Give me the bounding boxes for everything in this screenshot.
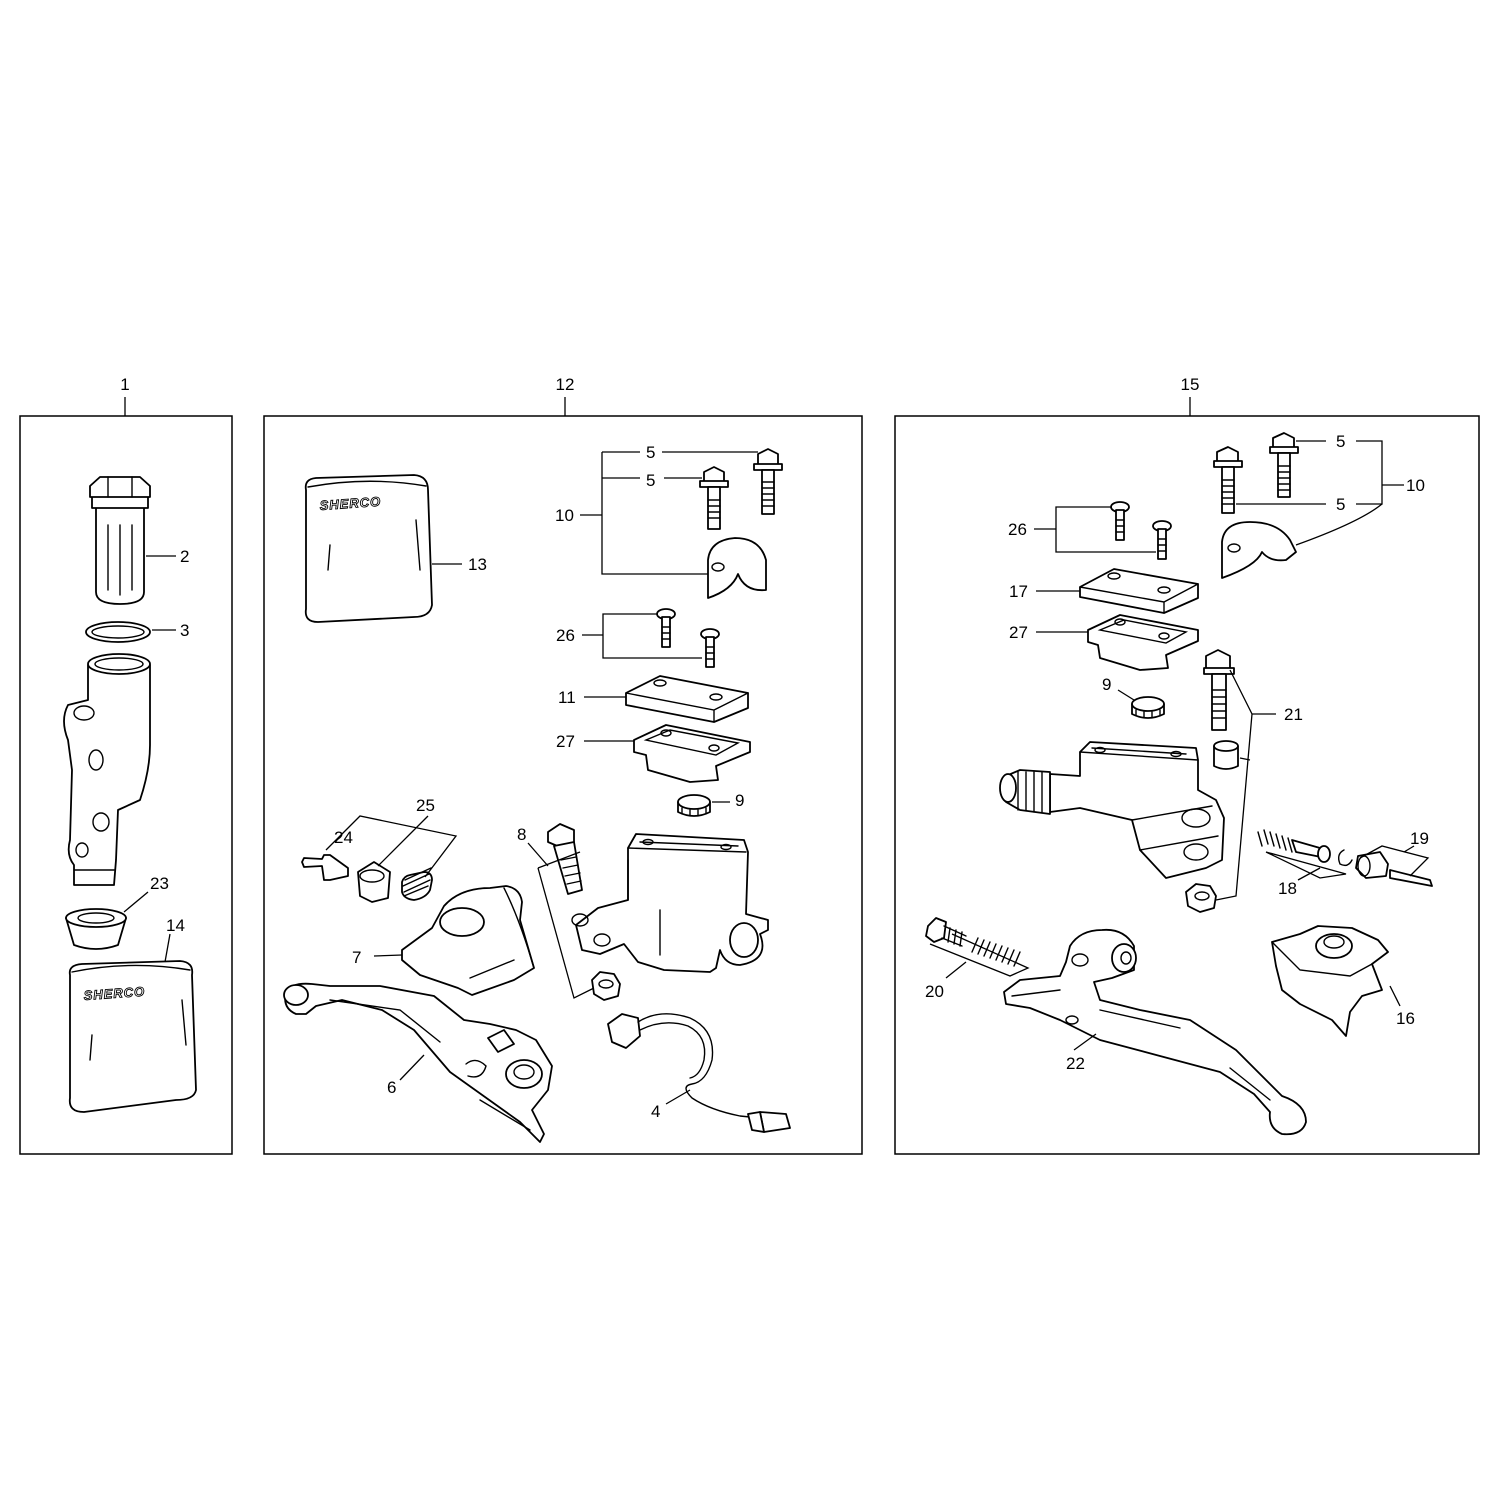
callout-8: 8: [517, 825, 526, 844]
clamp-bolt-part: [1213, 446, 1243, 514]
brand-label: SHERCO: [83, 984, 146, 1003]
pivot-bolt-part: [1203, 649, 1235, 731]
callout-23: 23: [150, 874, 169, 893]
callout-14: 14: [166, 916, 185, 935]
callout-5: 5: [646, 443, 655, 462]
handlebar-clamp-part: [707, 537, 767, 599]
callout-20: 20: [925, 982, 944, 1001]
nut-part: [1185, 883, 1217, 913]
callout-16: 16: [1396, 1009, 1415, 1028]
callout-5: 5: [646, 471, 655, 490]
callout-24: 24: [334, 828, 353, 847]
callout-27: 27: [556, 732, 575, 751]
callout-26: 26: [1008, 520, 1027, 539]
brand-label: SHERCO: [319, 494, 382, 513]
lever-guard-part: [1271, 925, 1389, 1037]
callout-5: 5: [1336, 432, 1345, 451]
callout-10: 10: [555, 506, 574, 525]
plug-part: [677, 794, 711, 817]
nut-part: [591, 971, 621, 1001]
piston-cup-part: [357, 861, 391, 903]
lever-bolt-part: [925, 917, 967, 947]
callout-11: 11: [558, 688, 576, 707]
callout-7: 7: [352, 948, 361, 967]
o-ring-part: [85, 621, 151, 643]
clamp-bolt-part: [1269, 432, 1299, 498]
callout-12: 12: [556, 375, 575, 394]
plug-part: [1131, 696, 1165, 719]
fluid-sachet-part: SHERCO: [304, 474, 433, 623]
callout-9: 9: [735, 791, 744, 810]
clamp-bolt-part: [699, 466, 729, 530]
callout-22: 22: [1066, 1054, 1085, 1073]
callout-5: 5: [1336, 495, 1345, 514]
callout-21: 21: [1284, 705, 1303, 724]
callout-9: 9: [1102, 675, 1111, 694]
brake-lever-part: [283, 982, 553, 1143]
handlebar-clamp-part: [1221, 521, 1297, 579]
clamp-bolt-part: [753, 448, 783, 515]
callout-2: 2: [180, 547, 189, 566]
callout-17: 17: [1009, 582, 1028, 601]
master-cylinder-part: [571, 833, 769, 973]
callout-27: 27: [1009, 623, 1028, 642]
clutch-master-cylinder-part: [999, 741, 1225, 879]
pivot-sleeve-part: [1213, 740, 1239, 770]
rubber-boot-part: [65, 908, 127, 950]
clutch-lever-part: [1003, 928, 1307, 1136]
diaphragm-part: [633, 724, 751, 783]
brake-switch-part: [607, 1013, 791, 1133]
adjuster-spring-part: [1257, 829, 1353, 867]
piston-pin-part: [301, 854, 349, 881]
fluid-sachet-part: SHERCO: [68, 960, 197, 1113]
lever-guard-part: [401, 885, 535, 996]
callout-18: 18: [1278, 879, 1297, 898]
callout-26: 26: [556, 626, 575, 645]
callout-15: 15: [1181, 375, 1200, 394]
reservoir-part: [89, 476, 151, 605]
adjuster-part: [1355, 851, 1433, 887]
cover-screw-part: [700, 628, 720, 668]
piston-spring-part: [401, 867, 433, 901]
callout-3: 3: [180, 621, 189, 640]
diaphragm-part: [1087, 614, 1199, 671]
callout-1: 1: [120, 375, 129, 394]
callout-6: 6: [387, 1078, 396, 1097]
callout-13: 13: [468, 555, 487, 574]
master-cylinder-body-part: [63, 653, 151, 886]
callout-4: 4: [651, 1102, 660, 1121]
callout-25: 25: [416, 796, 435, 815]
reservoir-cover-part: [1079, 568, 1199, 614]
cover-screw-part: [1152, 520, 1172, 560]
pivot-bolt-part: [547, 823, 583, 895]
callout-19: 19: [1410, 829, 1429, 848]
callout-10: 10: [1406, 476, 1425, 495]
reservoir-cover-part: [625, 675, 749, 723]
